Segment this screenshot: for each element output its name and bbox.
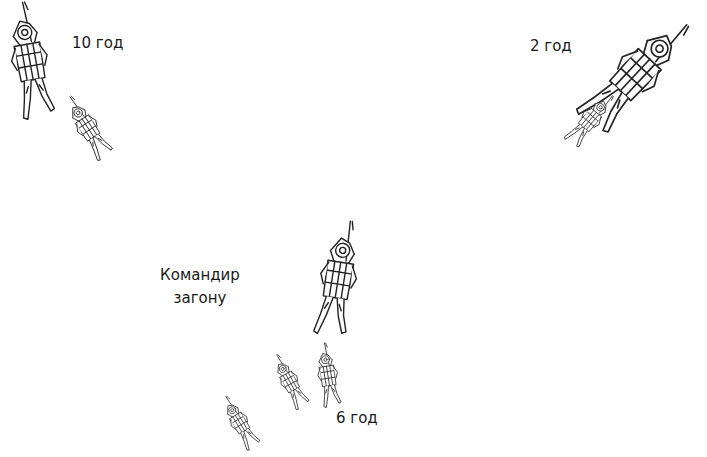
group-label: 2 год — [530, 35, 572, 58]
group-label: 10 год — [72, 32, 123, 55]
commander-label: Командир загону — [148, 264, 252, 309]
group-label: 6 год — [336, 407, 378, 430]
